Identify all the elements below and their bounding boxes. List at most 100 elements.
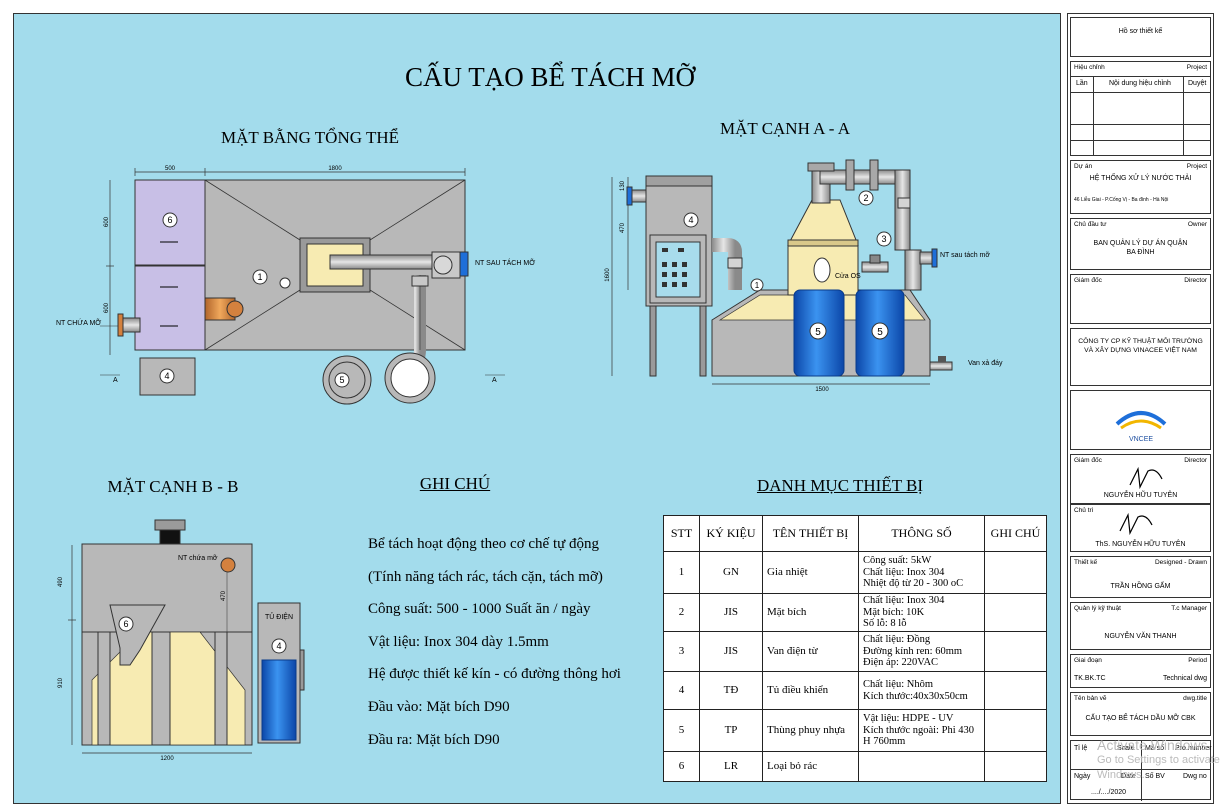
svg-text:3: 3: [881, 234, 886, 244]
note-line: Hệ được thiết kế kín - có đường thông hơ…: [368, 666, 621, 683]
plan-section-mark-left: A: [113, 377, 118, 384]
svg-text:1: 1: [257, 272, 262, 282]
plan-dim-h2: 600: [104, 302, 110, 313]
cell-name: Van điện từ: [762, 631, 859, 672]
plan-outlet-label: NT SAU TÁCH MỠ: [475, 258, 535, 267]
sectionA-callout-1: [750, 278, 764, 292]
note-line: Vật liệu: Inox 304 dày 1.5mm: [368, 633, 549, 650]
sectionB-title: MẶT CẠNH B - B: [108, 477, 239, 496]
sectionB-inlet-label: NT chứa mỡ: [178, 555, 218, 562]
col-header: THÔNG SỐ: [858, 515, 985, 552]
svg-text:6: 6: [167, 215, 172, 225]
spec-line: Vật liệu: HDPE - UV: [863, 713, 954, 725]
sectionA-door-label: Cửa OS: [835, 272, 861, 280]
spec-line: Mặt bích: 10K: [863, 606, 925, 618]
sectionB-dim-w1: 1200: [160, 756, 174, 762]
svg-text:5: 5: [815, 327, 821, 338]
plan-screen-2: [134, 265, 206, 351]
cell-note: [984, 631, 1047, 672]
plan-outlet-pipe: [329, 254, 441, 270]
plan-dim-w1: 500: [165, 166, 176, 172]
sectionA-valve-label: Van xả đáy: [968, 360, 1003, 367]
svg-text:5: 5: [339, 375, 344, 385]
notes-list: Bể tách hoạt động theo cơ chế tự động (T…: [368, 528, 621, 756]
cell-note: [984, 551, 1047, 594]
spec-line: Chất liệu: Inox 304: [863, 595, 945, 607]
equipment-title: DANH MỤC THIẾT BỊ: [756, 476, 924, 495]
cell-code: JIS: [699, 593, 763, 632]
cell-name: Mặt bích: [762, 593, 859, 632]
col-header: TÊN THIẾT BỊ: [762, 515, 859, 552]
sectionB-tank: [81, 543, 253, 633]
cell-code: JIS: [699, 631, 763, 672]
svg-text:1: 1: [755, 281, 760, 290]
plan-inlet-label: NT CHỨA MỠ: [56, 318, 101, 327]
col-header: STT: [663, 515, 700, 552]
spec-line: Đường kính ren: 60mm: [863, 645, 963, 657]
note-line: Đầu vào: Mặt bích D90: [368, 698, 510, 715]
note-line: Công suất: 500 - 1000 Suất ăn / ngày: [368, 601, 591, 618]
spec-line: Số lỗ: 8 lỗ: [863, 618, 907, 630]
col-header: GHI CHÚ: [984, 515, 1047, 552]
svg-text:VNCEE: VNCEE: [1129, 436, 1153, 443]
note-line: Đầu ra: Mặt bích D90: [368, 731, 500, 748]
note-line: Bể tách hoạt động theo cơ chế tự động: [368, 536, 599, 552]
plan-inlet-flange: [117, 313, 124, 337]
cell-name: Tủ điều khiển: [762, 671, 859, 710]
cell-name: Gia nhiệt: [762, 551, 859, 594]
cell-note: [984, 709, 1047, 752]
cell-stt: 5: [663, 709, 700, 752]
sectionB-dim-h2: 910: [58, 677, 64, 688]
cell-code: TP: [699, 709, 763, 752]
tb-lead: Chủ trì ThS. NGUYỄN HỮU TUYÊN: [1070, 504, 1211, 552]
plan-callout-5: [334, 372, 350, 388]
plan-callout-1: [252, 269, 268, 285]
sectionA-title: MẶT CẠNH A - A: [720, 119, 851, 138]
table-header-row: STT KÝ KIỆU TÊN THIẾT BỊ THÔNG SỐ GHI CH…: [663, 515, 1047, 552]
tb-company: CÔNG TY CP KỸ THUẬT MÔI TRƯỜNG VÀ XÂY DỰ…: [1070, 328, 1211, 386]
plan-dim-h1: 600: [104, 216, 110, 227]
svg-text:6: 6: [123, 619, 128, 629]
sectionA-callout-5b: [871, 322, 889, 340]
col-header: KÝ KIỆU: [699, 515, 763, 552]
sectionA-dim-w1: 1500: [815, 387, 829, 393]
activation-watermark: Activate Windows Go to Settings to activ…: [1097, 737, 1220, 782]
plan-outlet-flange: [459, 251, 469, 277]
svg-text:2: 2: [863, 193, 868, 203]
svg-text:4: 4: [164, 371, 169, 381]
spec-line: Điện áp: 220VAC: [863, 657, 939, 669]
cell-code: TĐ: [699, 671, 763, 710]
plan-dim-w2: 1800: [328, 166, 342, 172]
sectionB-dim-h3: 470: [221, 590, 227, 601]
notes-title: GHI CHÚ: [419, 474, 491, 493]
cell-note: [984, 751, 1047, 782]
cell-code: LR: [699, 751, 763, 782]
cell-stt: 3: [663, 631, 700, 672]
sectionA-dim-h1: 130: [620, 180, 626, 191]
spec-line: Chất liệu: Đồng: [863, 634, 931, 646]
spec-line: Công suất: 5kW: [863, 555, 932, 567]
cell-spec: [858, 751, 985, 782]
plan-title: MẶT BẰNG TỔNG THỂ: [221, 127, 399, 147]
cell-stt: 1: [663, 551, 700, 594]
cell-name: Thùng phuy nhựa: [762, 709, 859, 752]
spec-line: Kích thước:40x30x50cm: [863, 690, 968, 702]
sectionA-outlet-label: NT sau tách mỡ: [940, 252, 990, 259]
svg-text:4: 4: [688, 215, 693, 225]
